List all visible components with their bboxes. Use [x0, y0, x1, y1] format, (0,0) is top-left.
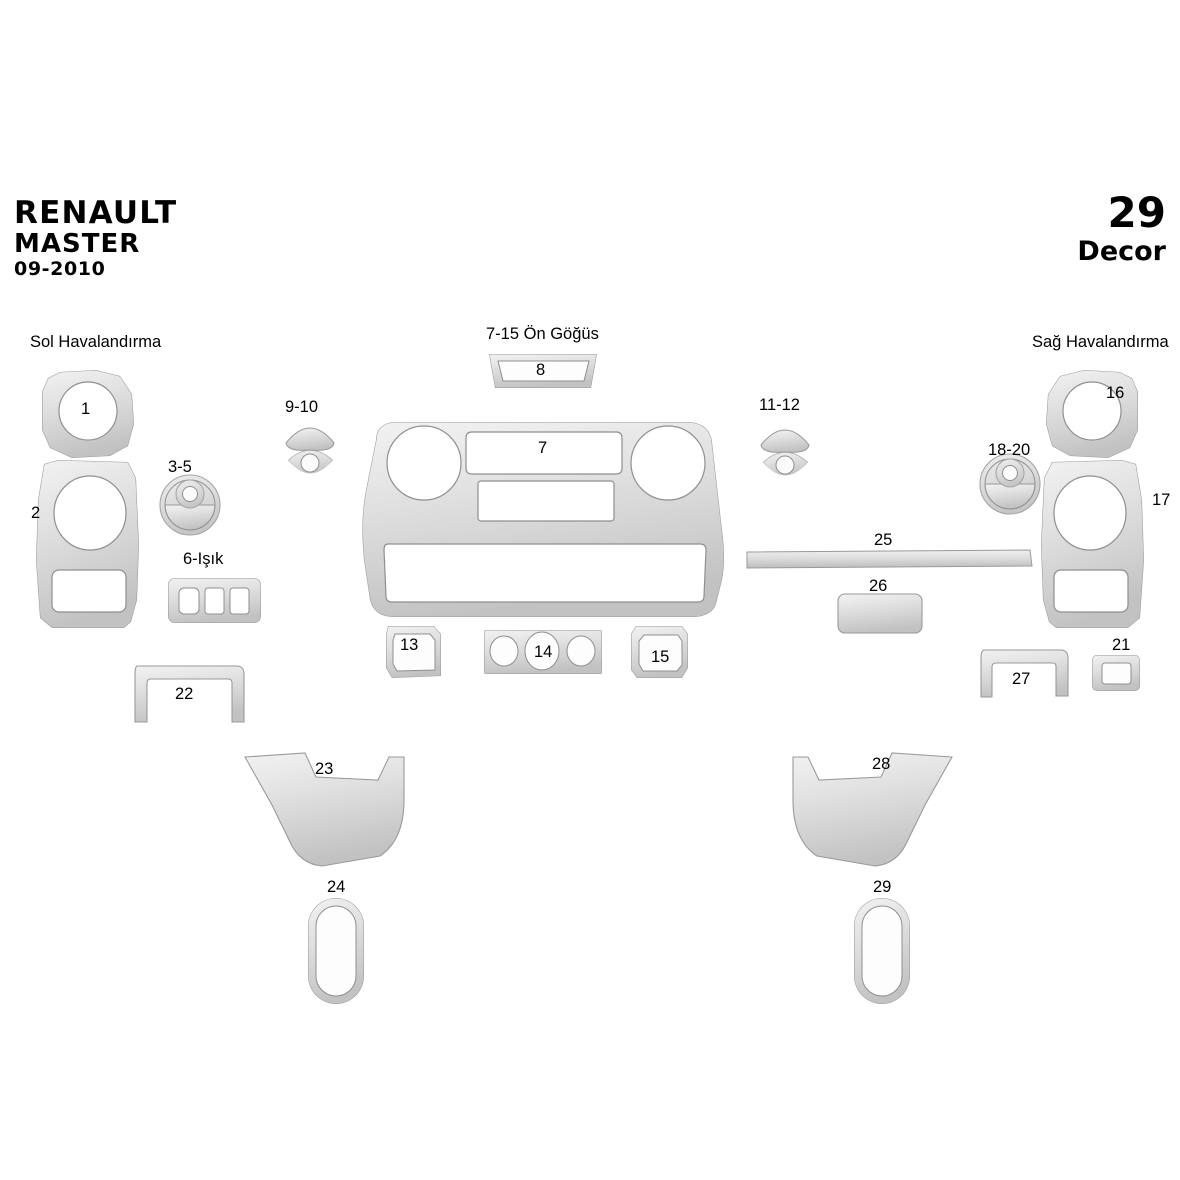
model-year: 09-2010 — [14, 258, 106, 280]
part-label-15: 15 — [651, 648, 670, 666]
part-18-20-outer-ring — [979, 453, 1041, 515]
part-2-vent-hole — [53, 475, 127, 551]
part-3-5-knob-boss — [175, 479, 205, 509]
part-18-20-inner-ring — [984, 458, 1036, 510]
part-14-hole-left — [489, 635, 519, 667]
part-label-16: 16 — [1106, 384, 1125, 402]
part-label-3-5: 3-5 — [168, 458, 192, 476]
part-6-slot-3 — [229, 587, 250, 615]
part-21-aperture — [1101, 662, 1132, 685]
part-label-21: 21 — [1112, 636, 1131, 654]
part-label-1: 1 — [81, 400, 91, 418]
part-7-left-vent-hole — [386, 425, 462, 501]
part-3-5-lower-cap — [164, 504, 216, 531]
part-18-20-lower-cap — [984, 483, 1036, 510]
part-group-21 — [1091, 654, 1141, 692]
part-label-7: 7 — [538, 439, 548, 457]
part-14-hole-right — [566, 635, 596, 667]
part-11-12-bore — [775, 455, 795, 475]
part-3-5-outer-ring — [159, 474, 221, 536]
part-7-tray-cutout — [383, 543, 707, 603]
vehicle-title-block: RENAULT MASTER 09-2010 — [14, 198, 177, 279]
part-label-14: 14 — [534, 643, 553, 661]
part-group-18-20 — [979, 453, 1041, 515]
part-label-22: 22 — [175, 685, 194, 703]
part-24-shape — [307, 897, 365, 1005]
part-9-10-lens — [287, 449, 334, 476]
part-label-8: 8 — [536, 361, 546, 379]
part-26-shape — [837, 593, 923, 634]
part-label-6: 6-Işık — [183, 550, 224, 568]
piece-count: 29 — [1107, 188, 1166, 237]
part-11-12-crescent — [760, 429, 810, 453]
part-group-right-vent — [1040, 369, 1145, 629]
part-label-28: 28 — [872, 755, 891, 773]
kit-type-label: Decor — [1077, 236, 1166, 267]
part-label-17: 17 — [1152, 491, 1171, 509]
part-25-shape — [746, 549, 1033, 569]
part-9-10-bore — [300, 453, 320, 473]
part-18-20-knob-bore — [1002, 465, 1018, 481]
part-group-3-5 — [159, 474, 221, 536]
part-9-10-crescent — [285, 427, 335, 451]
part-2-shape — [35, 459, 140, 629]
section-label-left-vent: Sol Havalandırma — [30, 333, 162, 351]
part-29-shape — [853, 897, 911, 1005]
model-name: MASTER — [14, 229, 141, 259]
part-label-13: 13 — [400, 636, 419, 654]
part-17-lower-cutout — [1053, 569, 1129, 613]
section-label-right-vent: Sağ Havalandırma — [1032, 333, 1169, 351]
part-11-12-lens — [762, 451, 809, 478]
part-24-aperture — [315, 905, 357, 997]
part-label-18-20: 18-20 — [988, 441, 1031, 459]
part-label-27: 27 — [1012, 670, 1031, 688]
part-17-shape — [1040, 459, 1145, 629]
part-label-11-12: 11-12 — [759, 396, 800, 414]
part-label-9-10: 9-10 — [285, 398, 319, 416]
part-group-25 — [746, 549, 1033, 569]
part-3-5-knob-bore — [182, 486, 198, 502]
part-label-29: 29 — [873, 878, 892, 896]
part-group-29 — [853, 897, 911, 1005]
piece-count-block: 29 Decor — [1077, 188, 1166, 267]
part-7-radio-cutout — [477, 480, 615, 522]
part-group-11-12 — [760, 429, 810, 478]
part-21-shape — [1091, 654, 1141, 692]
part-17-vent-hole — [1053, 475, 1127, 551]
part-group-6-isik — [167, 577, 262, 624]
part-7-right-vent-hole — [630, 425, 706, 501]
part-label-25: 25 — [874, 531, 893, 549]
part-6-shape — [167, 577, 262, 624]
part-2-lower-cutout — [51, 569, 127, 613]
part-label-2: 2 — [31, 504, 41, 522]
part-18-20-knob-boss — [995, 458, 1025, 488]
part-label-24: 24 — [327, 878, 346, 896]
section-label-center-dash: 7-15 Ön Göğüs — [486, 325, 599, 343]
brand-name: RENAULT — [14, 195, 178, 231]
part-label-26: 26 — [869, 577, 888, 595]
part-group-24 — [307, 897, 365, 1005]
part-group-9-10 — [285, 427, 335, 476]
part-29-aperture — [861, 905, 903, 997]
part-label-23: 23 — [315, 760, 334, 778]
part-group-26 — [837, 593, 923, 634]
part-6-slot-1 — [178, 587, 200, 615]
part-3-5-inner-ring — [164, 479, 216, 531]
part-6-slot-2 — [204, 587, 225, 615]
